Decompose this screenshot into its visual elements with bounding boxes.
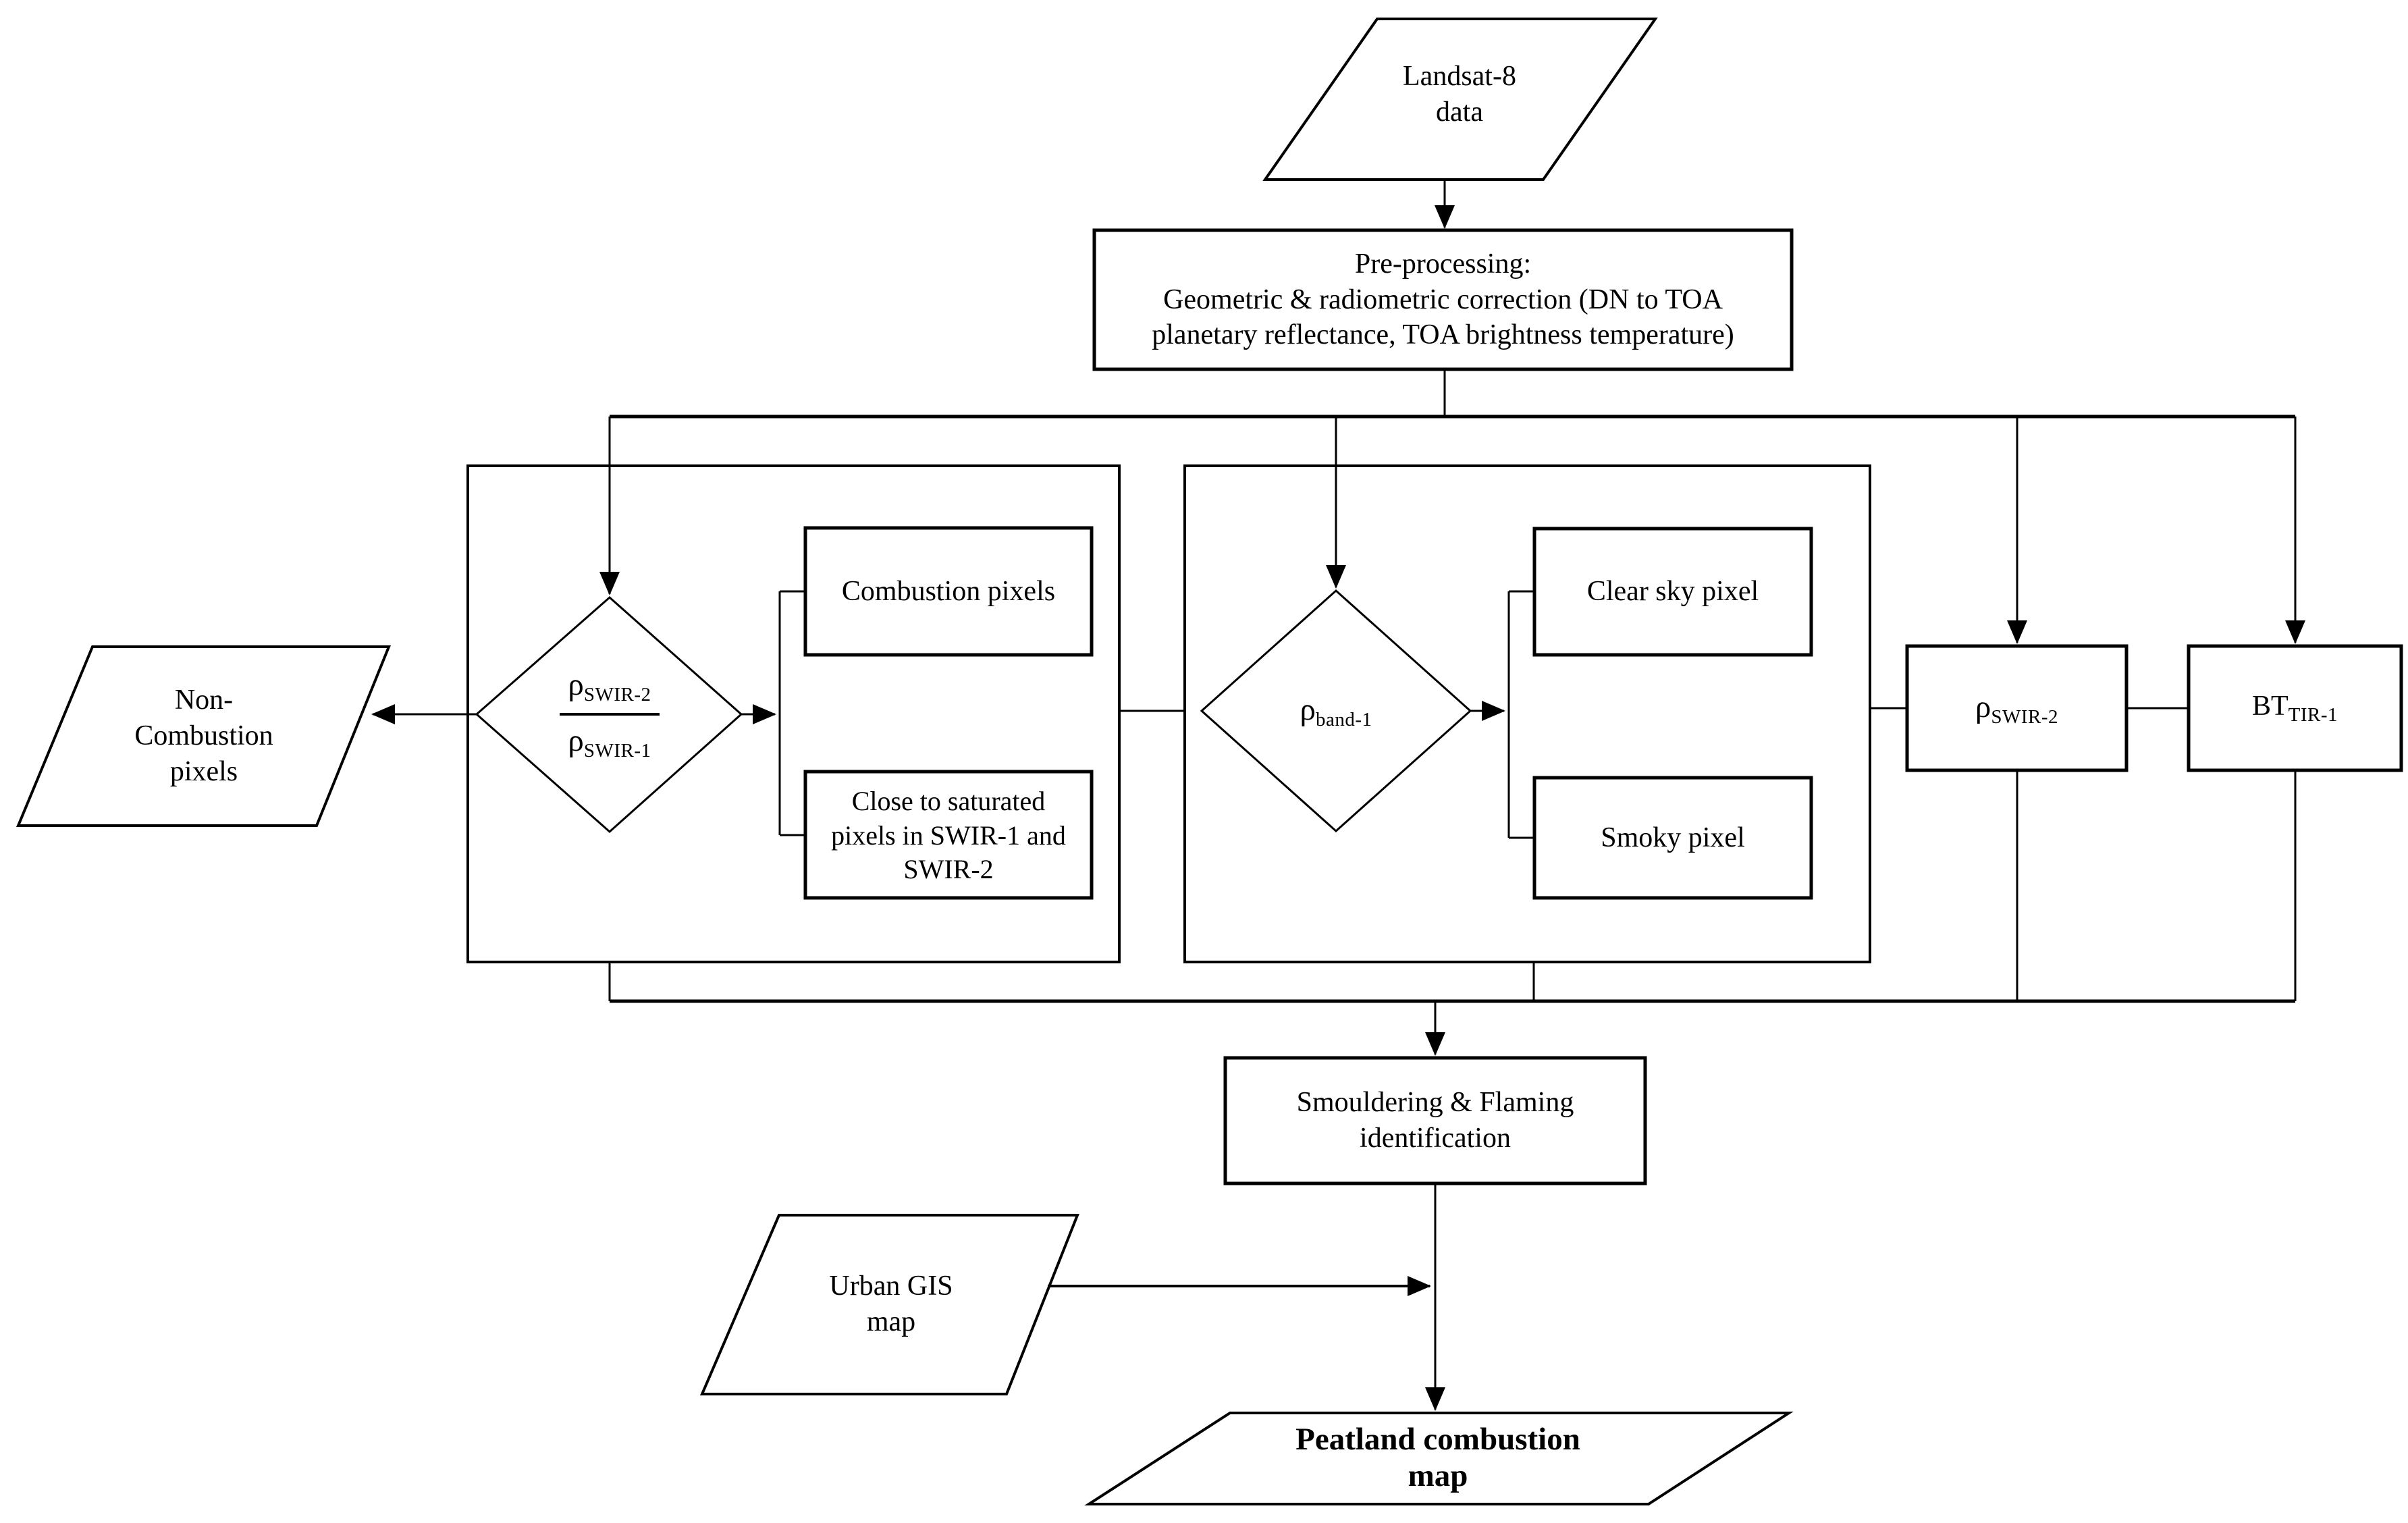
swir-ratio-numerator: ρSWIR-2 — [560, 665, 660, 716]
saturated-line1: Close to saturated — [851, 786, 1046, 817]
peatland-map-parallelogram — [1084, 1412, 1794, 1505]
combustion-pixels-label: Combustion pixels — [805, 528, 1092, 655]
rho-swir2-label: ρSWIR-2 — [1907, 646, 2126, 770]
landsat-line1: Landsat-8 — [1403, 61, 1516, 92]
urban-gis-line1: Urban GIS — [829, 1271, 953, 1302]
non-combustion-parallelogram — [16, 645, 391, 827]
swir-ratio-decision-label: ρSWIR-2 ρSWIR-1 — [508, 620, 711, 809]
peatland-line1: Peatland combustion — [1295, 1421, 1580, 1457]
non-combustion-line1: Non- — [174, 685, 234, 716]
peatland-line2: map — [1408, 1458, 1468, 1493]
non-combustion-line3: pixels — [169, 755, 238, 787]
preprocess-line3: planetary reflectance, TOA brightness te… — [1152, 319, 1734, 351]
saturated-line2: pixels in SWIR-1 and — [831, 820, 1066, 851]
rho-swir2-text: ρSWIR-2 — [1975, 689, 2059, 728]
clear-sky-pixel-text: Clear sky pixel — [1586, 576, 1759, 608]
band1-decision-label: ρband-1 — [1235, 657, 1437, 765]
landsat-line2: data — [1436, 97, 1483, 128]
saturated-line3: SWIR-2 — [903, 854, 994, 885]
saturated-pixels-label: Close to saturated pixels in SWIR-1 and … — [805, 775, 1092, 897]
urban-gis-label: Urban GIS map — [734, 1223, 1048, 1385]
peatland-map-label: Peatland combustion map — [1196, 1414, 1680, 1501]
smoky-pixel-text: Smoky pixel — [1601, 822, 1745, 853]
landsat-data-label: Landsat-8 data — [1316, 34, 1603, 155]
swir-ratio-decision-diamond — [475, 595, 743, 834]
urban-gis-parallelogram — [699, 1214, 1079, 1395]
bt-tir1-label: BTTIR-1 — [2189, 646, 2401, 770]
preprocess-line1: Pre-processing: — [1354, 248, 1532, 279]
non-combustion-line2: Combustion — [134, 720, 273, 752]
smouldering-line2: identification — [1360, 1123, 1511, 1154]
swir-ratio-denominator: ρSWIR-1 — [568, 723, 651, 762]
bt-tir1-text: BTTIR-1 — [2251, 691, 2338, 726]
preprocess-line2: Geometric & radiometric correction (DN t… — [1163, 284, 1723, 315]
preprocess-box — [1092, 228, 1794, 371]
right-container-box — [1183, 464, 1871, 963]
urban-gis-line2: map — [866, 1306, 916, 1337]
smoky-pixel-label: Smoky pixel — [1534, 778, 1811, 898]
band1-decision-diamond — [1200, 589, 1472, 833]
non-combustion-label: Non- Combustion pixels — [61, 653, 347, 819]
preprocess-label: Pre-processing: Geometric & radiometric … — [1101, 237, 1785, 363]
swir-ratio-fraction: ρSWIR-2 ρSWIR-1 — [560, 665, 660, 763]
smouldering-flaming-label: Smouldering & Flaming identification — [1225, 1058, 1645, 1183]
landsat-data-parallelogram — [1262, 18, 1658, 181]
clear-sky-pixel-label: Clear sky pixel — [1534, 529, 1811, 655]
smouldering-line1: Smouldering & Flaming — [1296, 1087, 1574, 1119]
band1-decision-text: ρband-1 — [1300, 691, 1372, 730]
combustion-pixels-text: Combustion pixels — [841, 575, 1056, 607]
